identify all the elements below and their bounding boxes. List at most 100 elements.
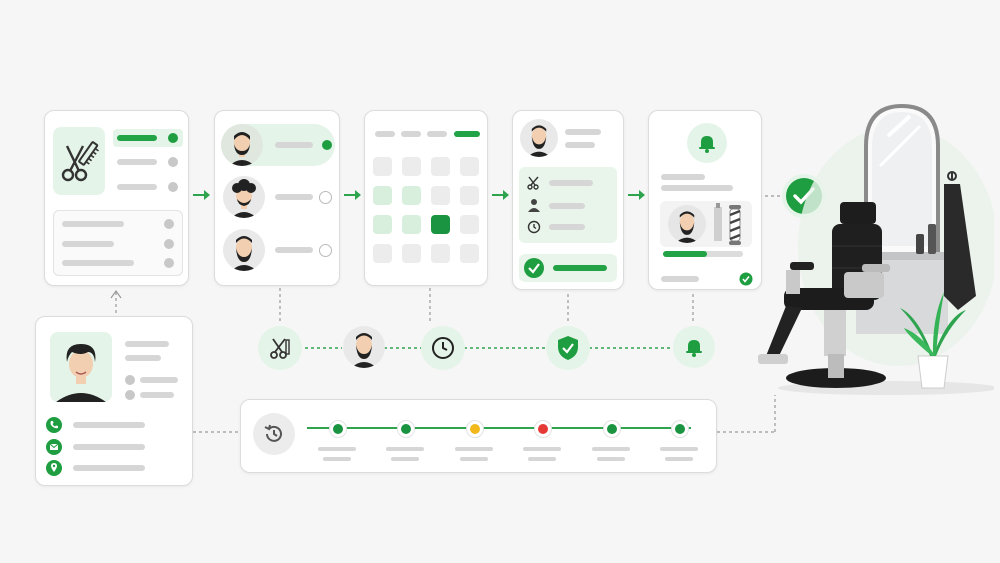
calendar-day[interactable] — [431, 186, 450, 205]
confirm-button[interactable] — [519, 254, 617, 282]
calendar-day[interactable] — [460, 157, 479, 176]
detail-radio[interactable] — [164, 258, 174, 268]
timeline-point-status — [333, 424, 343, 434]
shield-check-icon — [546, 326, 590, 370]
clock-icon — [527, 220, 541, 234]
client-info-line — [140, 392, 174, 398]
timeline-sublabel — [459, 457, 488, 461]
notification-title — [661, 174, 705, 180]
timeline-label — [660, 447, 698, 451]
scissors-icon — [258, 326, 302, 370]
client-info-dot — [125, 390, 135, 400]
client-avatar — [50, 332, 112, 402]
barber-name — [275, 247, 313, 253]
detail-line — [549, 224, 585, 230]
detail-line — [62, 241, 114, 247]
calendar-tab-active[interactable] — [454, 131, 480, 137]
timeline-point-status — [538, 424, 549, 434]
notification-progress-track — [663, 251, 743, 257]
calendar-day[interactable] — [402, 244, 421, 263]
barber-radio[interactable] — [319, 244, 332, 257]
calendar-day[interactable] — [373, 244, 392, 263]
flow-arrow — [193, 190, 210, 200]
confirm-button-label — [553, 265, 607, 271]
calendar-day[interactable] — [460, 244, 479, 263]
barber-avatar — [223, 176, 265, 218]
calendar-day[interactable] — [402, 157, 421, 176]
calendar-day[interactable] — [373, 215, 392, 234]
flow-arrow — [492, 190, 509, 200]
notification-footer-line — [661, 276, 699, 282]
phone-line — [73, 422, 145, 428]
notification-preview — [660, 201, 752, 247]
timeline-label — [523, 447, 562, 451]
barber-avatar — [223, 229, 265, 271]
timeline-point-status — [469, 424, 480, 434]
calendar-day[interactable] — [460, 215, 479, 234]
notification-line — [661, 185, 733, 191]
timeline-point[interactable] — [671, 420, 689, 438]
confirm-name-line — [565, 129, 601, 135]
email-icon — [46, 439, 62, 455]
timeline-point-status — [675, 424, 685, 434]
timeline-sublabel — [528, 457, 557, 461]
calendar-day[interactable] — [373, 157, 392, 176]
clock-icon — [421, 326, 465, 370]
timeline-sublabel — [391, 457, 420, 461]
phone-icon — [46, 417, 62, 433]
timeline-label — [318, 447, 356, 451]
barber-radio[interactable] — [319, 191, 332, 204]
check-circle-icon — [524, 258, 544, 278]
calendar-card[interactable] — [364, 110, 488, 286]
service-option-radio[interactable] — [168, 182, 178, 192]
detail-line — [62, 221, 124, 227]
barber-option-selected[interactable] — [221, 124, 335, 166]
timeline-point[interactable] — [397, 420, 416, 438]
bell-icon — [673, 326, 715, 368]
client-info-dot — [125, 375, 135, 385]
booking-details-panel — [519, 167, 617, 243]
calendar-day[interactable] — [431, 157, 450, 176]
flow-arrow — [344, 190, 361, 200]
detail-line — [62, 260, 134, 266]
calendar-tab[interactable] — [375, 131, 395, 137]
barber-avatar — [520, 119, 558, 157]
timeline-points — [241, 400, 718, 474]
service-selection-card[interactable] — [44, 110, 189, 286]
timeline-point[interactable] — [465, 420, 484, 438]
calendar-day[interactable] — [373, 186, 392, 205]
service-option-radio[interactable] — [168, 157, 178, 167]
barber-name — [275, 194, 313, 200]
detail-radio[interactable] — [164, 239, 174, 249]
client-profile-card[interactable] — [35, 316, 193, 486]
calendar-day[interactable] — [460, 186, 479, 205]
calendar-day-selected[interactable] — [431, 215, 450, 234]
calendar-tab[interactable] — [401, 131, 421, 137]
flow-arrow — [628, 190, 645, 200]
barber-avatar — [221, 124, 263, 166]
detail-radio[interactable] — [164, 219, 174, 229]
barber-radio[interactable] — [322, 140, 332, 150]
timeline-sublabel — [323, 457, 351, 461]
calendar-day[interactable] — [402, 186, 421, 205]
notification-card[interactable] — [648, 110, 762, 290]
timeline-point[interactable] — [329, 420, 347, 438]
calendar-day[interactable] — [402, 215, 421, 234]
timeline-sublabel — [665, 457, 693, 461]
history-timeline-card[interactable] — [240, 399, 717, 473]
timeline-point[interactable] — [602, 420, 621, 438]
timeline-point-status — [401, 424, 412, 434]
timeline-point[interactable] — [534, 420, 553, 438]
timeline-label — [591, 447, 630, 451]
bell-icon — [687, 123, 727, 163]
barber-pole-icon — [714, 203, 741, 245]
service-option-radio[interactable] — [168, 133, 178, 143]
service-option-label — [117, 135, 157, 141]
scissors-icon — [527, 176, 539, 190]
booking-confirm-card[interactable] — [512, 110, 624, 290]
calendar-day[interactable] — [431, 244, 450, 263]
calendar-tab[interactable] — [427, 131, 447, 137]
client-name-line — [125, 355, 161, 361]
barber-selection-card[interactable] — [214, 110, 340, 286]
